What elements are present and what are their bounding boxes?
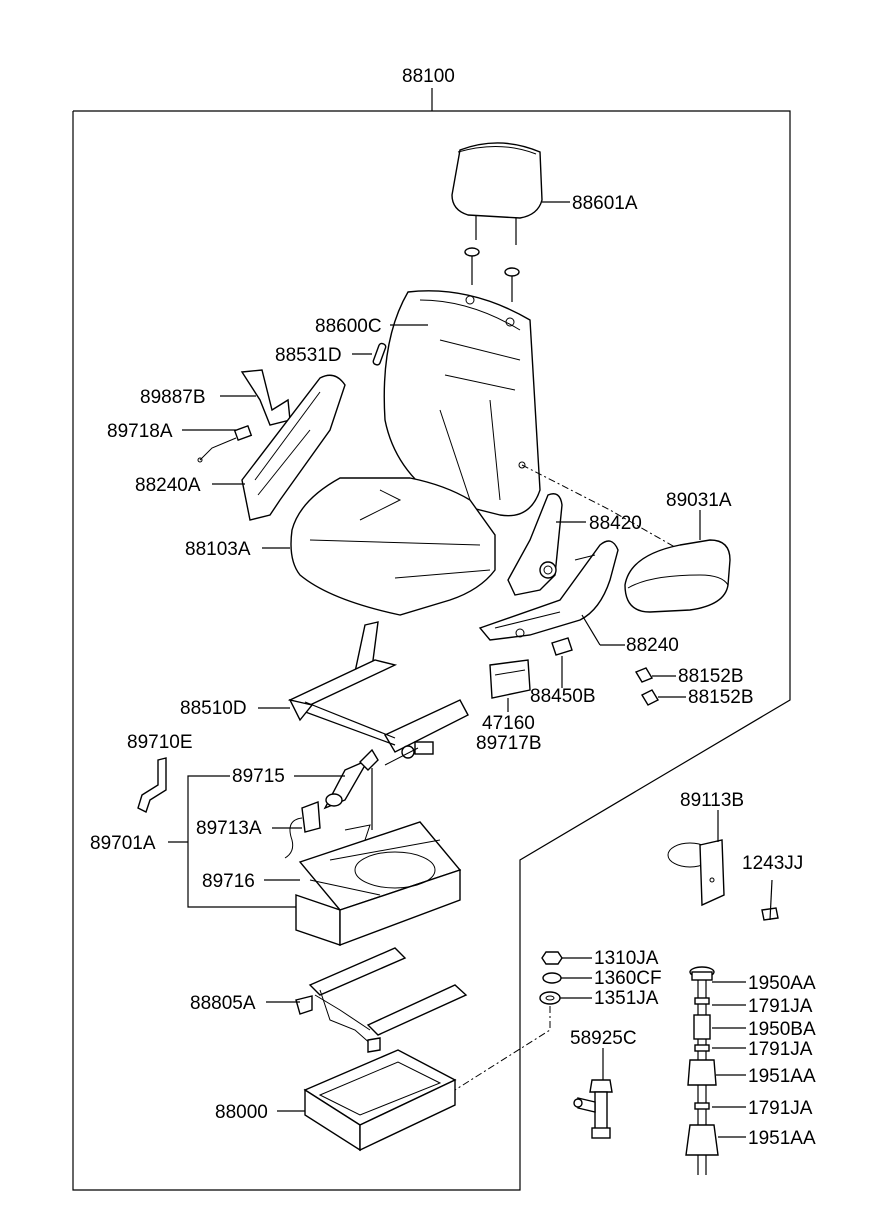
label-1791JA-1[interactable]: 1791JA bbox=[748, 996, 813, 1017]
label-88240A[interactable]: 88240A bbox=[135, 475, 201, 496]
clip-part-2 bbox=[641, 689, 659, 706]
ring-bracket-part bbox=[667, 839, 725, 907]
label-88805A[interactable]: 88805A bbox=[190, 993, 256, 1014]
suspension-group-lines bbox=[168, 775, 330, 908]
label-1950AA[interactable]: 1950AA bbox=[748, 973, 816, 994]
label-89031A[interactable]: 89031A bbox=[666, 490, 732, 511]
label-88531D[interactable]: 88531D bbox=[275, 345, 342, 366]
recliner-part bbox=[507, 493, 563, 596]
damper-part bbox=[323, 748, 379, 830]
switch-part bbox=[489, 659, 531, 699]
label-1360CF[interactable]: 1360CF bbox=[594, 968, 662, 989]
spring-washer-part bbox=[542, 972, 562, 984]
washer-part bbox=[539, 991, 561, 1005]
harness-part bbox=[197, 425, 253, 463]
label-88152B-upper[interactable]: 88152B bbox=[678, 666, 744, 687]
label-88103A[interactable]: 88103A bbox=[185, 539, 251, 560]
suspension-part bbox=[295, 821, 462, 947]
cushion-part bbox=[290, 477, 496, 616]
bolt-stack-part bbox=[685, 966, 719, 1175]
label-88600C[interactable]: 88600C bbox=[315, 316, 382, 337]
label-89717B[interactable]: 89717B bbox=[476, 733, 542, 754]
label-89715[interactable]: 89715 bbox=[232, 766, 285, 787]
label-89887B[interactable]: 89887B bbox=[140, 387, 206, 408]
label-1351JA[interactable]: 1351JA bbox=[594, 988, 659, 1009]
label-88510D[interactable]: 88510D bbox=[180, 698, 247, 719]
armrest-dashline bbox=[521, 464, 681, 551]
label-89718A[interactable]: 89718A bbox=[107, 421, 173, 442]
label-88152B-lower[interactable]: 88152B bbox=[688, 687, 754, 708]
base-part bbox=[303, 1049, 457, 1152]
headrest-part bbox=[451, 142, 543, 302]
assembly-number-label[interactable]: 88100 bbox=[402, 66, 455, 87]
label-47160[interactable]: 47160 bbox=[482, 713, 535, 734]
bracket-part bbox=[137, 757, 167, 813]
seatback-part bbox=[383, 290, 541, 517]
label-1791JA-3[interactable]: 1791JA bbox=[748, 1098, 813, 1119]
clip-part-1 bbox=[634, 667, 654, 683]
pin-part bbox=[372, 342, 387, 366]
washer-dashline bbox=[454, 1006, 551, 1091]
armrest-part bbox=[624, 539, 731, 613]
label-1243JJ[interactable]: 1243JJ bbox=[742, 853, 803, 874]
side-cover-right-part bbox=[478, 540, 619, 641]
label-88450B[interactable]: 88450B bbox=[530, 686, 596, 707]
label-89701A[interactable]: 89701A bbox=[90, 833, 156, 854]
label-88240[interactable]: 88240 bbox=[626, 635, 679, 656]
label-88420[interactable]: 88420 bbox=[589, 513, 642, 534]
label-1310JA[interactable]: 1310JA bbox=[594, 948, 659, 969]
label-1951AA-2[interactable]: 1951AA bbox=[748, 1128, 816, 1149]
label-89713A[interactable]: 89713A bbox=[196, 818, 262, 839]
assembly-boundary bbox=[72, 88, 791, 1191]
label-88601A[interactable]: 88601A bbox=[572, 193, 638, 214]
label-1950BA[interactable]: 1950BA bbox=[748, 1019, 816, 1040]
slide-rail-part bbox=[295, 947, 468, 1053]
track-adjuster-part bbox=[287, 621, 469, 766]
valve-part bbox=[284, 801, 321, 859]
label-89113B[interactable]: 89113B bbox=[680, 790, 744, 811]
screw-part bbox=[761, 879, 779, 921]
label-88000[interactable]: 88000 bbox=[215, 1102, 268, 1123]
nut-part bbox=[541, 951, 563, 965]
fitting-part bbox=[573, 1079, 613, 1139]
label-1791JA-2[interactable]: 1791JA bbox=[748, 1039, 813, 1060]
belt-buckle-part bbox=[240, 369, 291, 426]
label-89716[interactable]: 89716 bbox=[202, 871, 255, 892]
label-89710E[interactable]: 89710E bbox=[127, 732, 193, 753]
label-58925C[interactable]: 58925C bbox=[570, 1028, 637, 1049]
label-1951AA-1[interactable]: 1951AA bbox=[748, 1066, 816, 1087]
side-cover-left-part bbox=[241, 374, 346, 521]
knob-part bbox=[551, 637, 573, 656]
